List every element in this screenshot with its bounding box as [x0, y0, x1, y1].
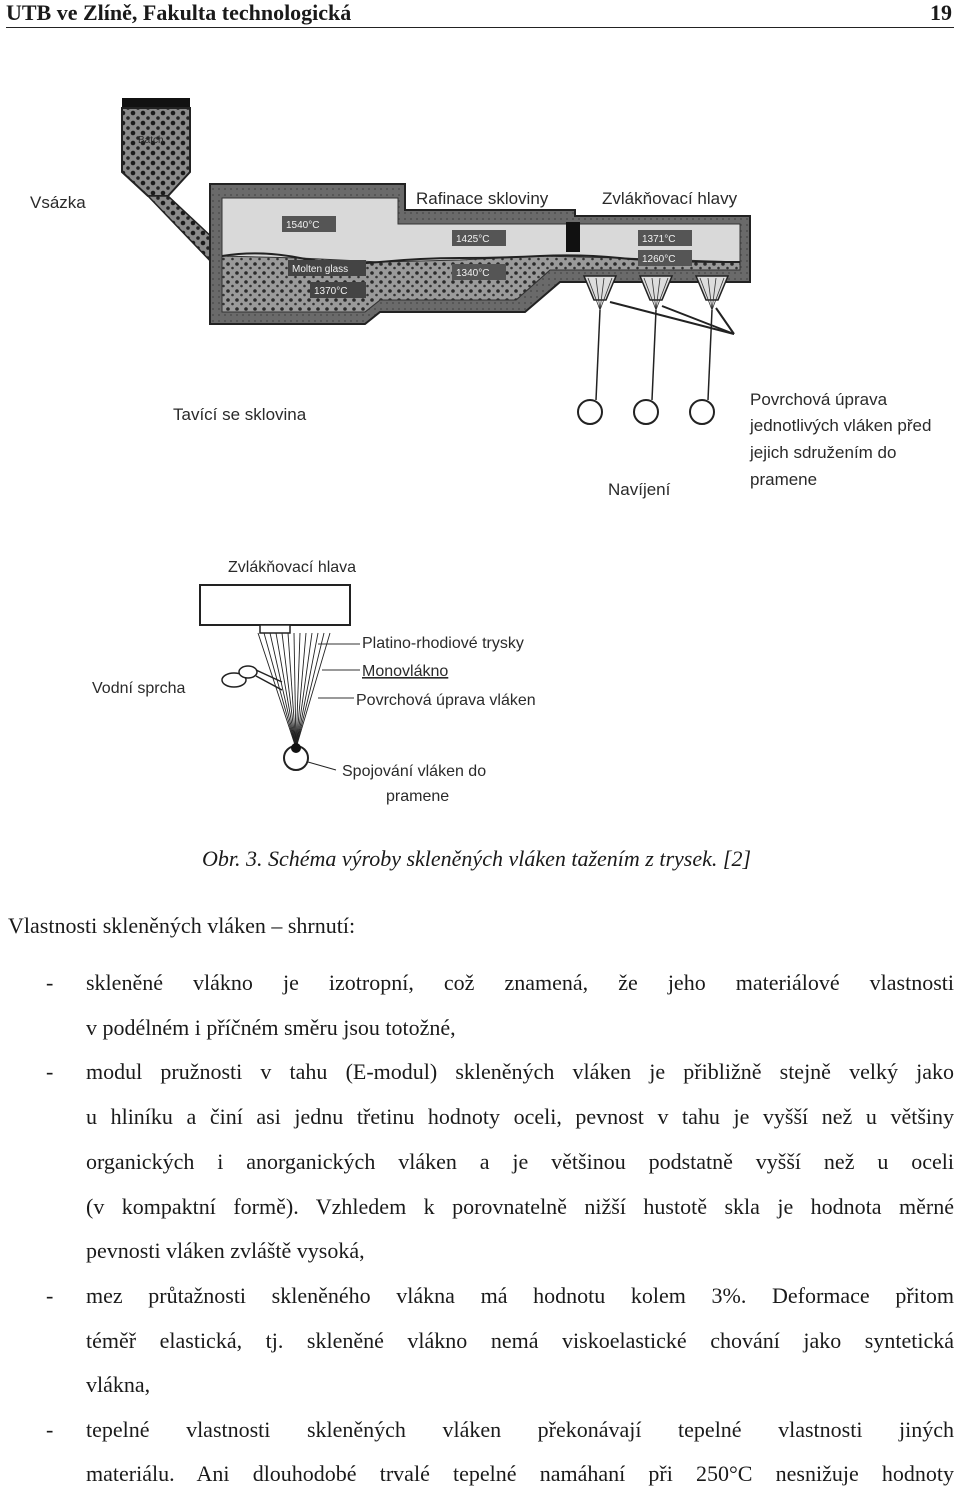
fiber-fan — [257, 632, 331, 749]
list-item-line: pevnosti vláken zvláště vysoká, — [86, 1238, 365, 1263]
melting-label: Tavící se sklovina — [173, 405, 307, 424]
list-item-line: téměř elastická, tj. skleněné vlákno nem… — [86, 1328, 954, 1353]
figure-caption: Obr. 3. Schéma výroby skleněných vláken … — [202, 846, 752, 871]
temp-label: 1425°C — [456, 234, 489, 245]
winding-roller-icon — [577, 399, 603, 425]
temp-label: 1371°C — [642, 234, 675, 245]
temp-label: 1370°C — [314, 286, 347, 297]
temp-label: 1260°C — [642, 254, 675, 265]
list-item-line: mez průtažnosti skleněného vlákna má hod… — [86, 1283, 954, 1308]
surface-treatment-line: jednotlivých vláken před — [749, 416, 931, 435]
list-item-line: u hliníku a činí asi jednu třetinu hodno… — [86, 1104, 954, 1129]
joining-line: Spojování vláken do — [342, 763, 486, 780]
bushing-icon — [638, 275, 674, 301]
header-institution: UTB ve Zlíně, Fakulta technologická — [6, 0, 352, 25]
monofilament-label: Monovlákno — [362, 663, 448, 680]
top-diagram: Batch 1540°C 1425°C 1371°C 1260°C 1340°C… — [30, 98, 931, 499]
refining-gate — [566, 222, 580, 252]
temp-label: 1340°C — [456, 268, 489, 279]
water-spray-icon — [221, 665, 283, 691]
header-page-number: 19 — [930, 0, 952, 25]
glass-fiber-production-diagram: Batch 1540°C 1425°C 1371°C 1260°C 1340°C… — [30, 98, 931, 805]
bushing-icon — [582, 275, 618, 301]
joining-line: pramene — [386, 788, 449, 805]
water-spray-label: Vodní sprcha — [92, 680, 186, 697]
list-item-line: tepelné vlastnosti skleněných vláken pře… — [86, 1417, 954, 1442]
surface-treatment-line: jejich sdružením do — [749, 443, 896, 462]
bushing-plate — [199, 584, 351, 626]
bushing-label: Zvlákňovací hlava — [228, 559, 356, 576]
surface-treatment-line: pramene — [750, 470, 817, 489]
list-item-line: organických i anorganických vláken a je … — [86, 1149, 954, 1174]
temp-label: 1540°C — [286, 220, 319, 231]
nozzles-label: Platino-rhodiové trysky — [362, 635, 524, 652]
sizing-label: Povrchová úprava vláken — [356, 692, 536, 709]
batch-label: Vsázka — [30, 193, 86, 212]
winding-roller-icon — [633, 399, 659, 425]
refining-label: Rafinace skloviny — [416, 189, 549, 208]
molten-glass-label: Molten glass — [292, 264, 348, 275]
winding-roller-icon — [689, 399, 715, 425]
page-header: UTB ve Zlíně, Fakulta technologická 19 — [6, 0, 954, 28]
list-item-dash: - — [46, 970, 54, 995]
bottom-diagram: Zvlákňovací hlava — [92, 559, 536, 805]
list-item-line: v podélném i příčném směru jsou totožné, — [86, 1015, 456, 1040]
list-item-line: modul pružnosti v tahu (E-modul) skleněn… — [86, 1059, 954, 1084]
batch-hopper — [121, 107, 191, 197]
hopper-cap — [122, 98, 190, 108]
surface-treatment-line: Povrchová úprava — [750, 390, 888, 409]
list-item-dash: - — [46, 1417, 54, 1442]
list-item-line: vlákna, — [86, 1372, 151, 1397]
list-item-line: (v kompaktní formě). Vzhledem k porovnat… — [86, 1194, 954, 1219]
list-item-dash: - — [46, 1283, 54, 1308]
section-heading: Vlastnosti skleněných vláken – shrnutí: — [8, 913, 356, 938]
batch-inner-label: Batch — [138, 135, 164, 146]
bushing-icon — [694, 275, 730, 301]
list-item-line: materiálu. Ani dlouhodobé trvalé tepelné… — [86, 1461, 954, 1486]
bushing-assembly — [577, 275, 735, 425]
bushings-label: Zvlákňovací hlavy — [602, 189, 738, 208]
list-item-dash: - — [46, 1059, 54, 1084]
list-item-line: skleněné vlákno je izotropní, což znamen… — [86, 970, 954, 995]
winding-label: Navíjení — [608, 480, 671, 499]
